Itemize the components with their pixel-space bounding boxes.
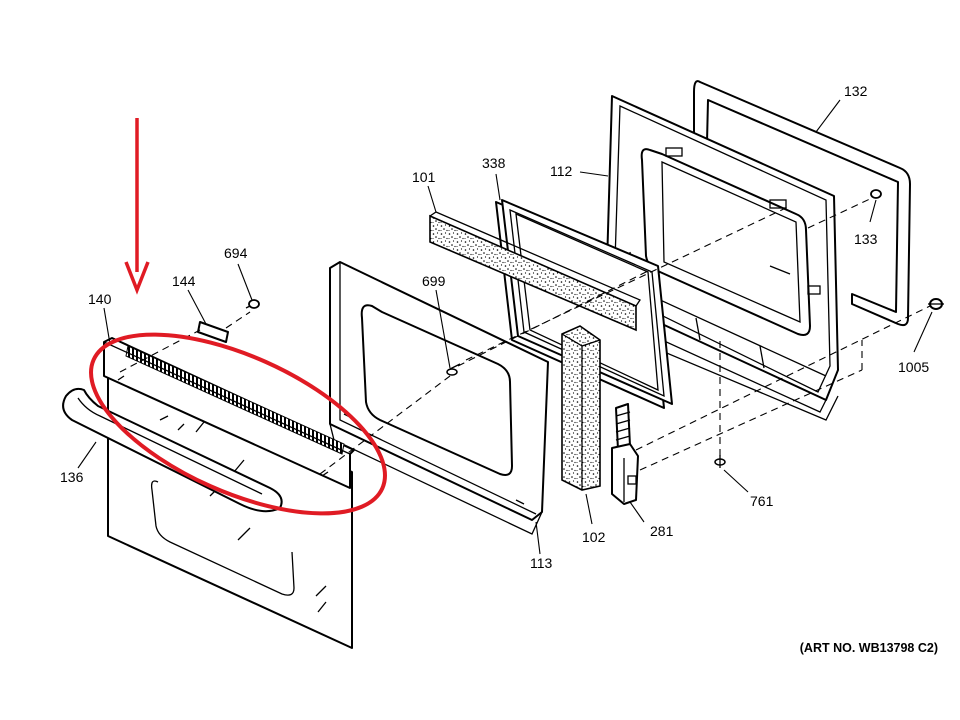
red-annotation xyxy=(89,118,387,516)
part-140-vent-trim xyxy=(103,337,355,489)
part-113-door-frame xyxy=(329,261,549,535)
part-136-door-handle xyxy=(62,387,283,513)
label-144: 144 xyxy=(172,273,196,289)
label-338: 338 xyxy=(482,155,506,171)
label-101: 101 xyxy=(412,169,436,185)
label-761: 761 xyxy=(750,493,774,509)
label-699: 699 xyxy=(422,273,446,289)
part-694-screw xyxy=(245,299,260,309)
part-144-bracket xyxy=(197,321,229,343)
red-arrow-head xyxy=(124,261,150,295)
part-699-screw xyxy=(446,363,461,376)
part-labels: 132 338 112 101 133 694 144 140 699 1005… xyxy=(60,83,929,571)
art-number: (ART NO. WB13798 C2) xyxy=(800,641,938,655)
part-281-hinge xyxy=(611,403,639,505)
part-1005-screw xyxy=(928,298,944,310)
leader-lines xyxy=(77,99,933,555)
part-133-screw xyxy=(870,189,882,199)
label-1005: 1005 xyxy=(898,359,929,375)
label-140: 140 xyxy=(88,291,112,307)
red-highlight-ellipse xyxy=(89,332,387,516)
label-102: 102 xyxy=(582,529,606,545)
part-761-screw xyxy=(714,455,726,468)
part-132-door-gasket xyxy=(693,80,911,327)
label-694: 694 xyxy=(224,245,248,261)
label-136: 136 xyxy=(60,469,84,485)
part-101-insulation xyxy=(429,211,641,332)
label-132: 132 xyxy=(844,83,868,99)
label-112: 112 xyxy=(550,163,573,179)
part-102-side-insulation xyxy=(561,325,601,491)
label-113: 113 xyxy=(530,555,553,571)
label-281: 281 xyxy=(650,523,674,539)
label-133: 133 xyxy=(854,231,878,247)
